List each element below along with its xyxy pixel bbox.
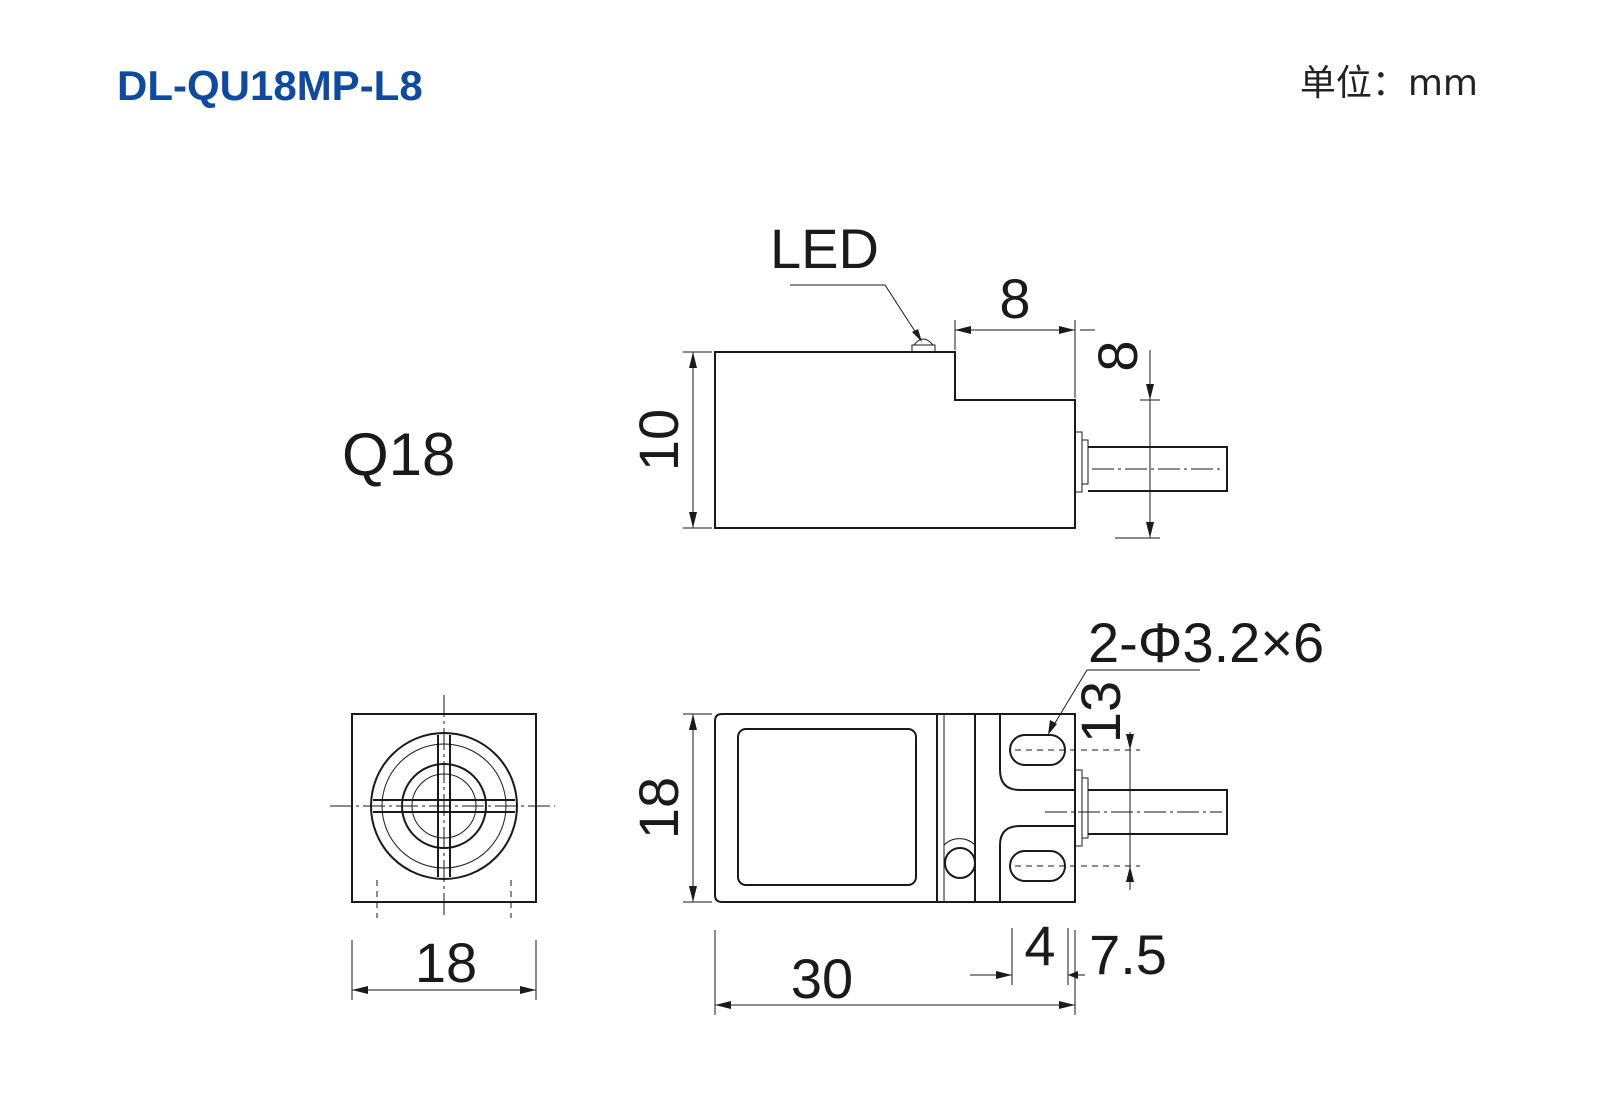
- hole-spec-label: 2-Φ3.2×6: [1088, 611, 1324, 674]
- dim-10-arrow-bottom: [689, 512, 697, 528]
- dim-30-arrow-left: [715, 1001, 731, 1009]
- dim-8v-arrow-bottom: [1146, 522, 1154, 538]
- dim-th-text: 18: [627, 777, 690, 839]
- dim-8h-arrow-left: [955, 326, 971, 334]
- dim-4-text: 4: [1024, 914, 1055, 977]
- dim-75-text: 7.5: [1089, 923, 1167, 986]
- dim-fw-arrow-right: [520, 986, 536, 994]
- dim-13-arrow-top: [1126, 734, 1134, 750]
- side-gland: [1075, 431, 1083, 493]
- dim-8v-arrow-top: [1146, 384, 1154, 400]
- led-top-arc: [943, 838, 976, 846]
- series-label: Q18: [342, 421, 455, 488]
- sensing-window: [737, 728, 917, 886]
- dim-fw-arrow-left: [352, 986, 368, 994]
- side-gland-ring: [1082, 439, 1089, 485]
- dim-75-arrow: [1068, 971, 1078, 979]
- model-title: DL-QU18MP-L8: [117, 62, 423, 109]
- dim-30-arrow-right: [1059, 1001, 1075, 1009]
- dim-4-arrow: [996, 971, 1012, 979]
- dim-30-text: 30: [791, 947, 853, 1010]
- led-top-circle: [944, 847, 976, 879]
- top-cable: [1088, 789, 1228, 835]
- dim-th-arrow-top: [689, 714, 697, 730]
- led-nub: [911, 344, 936, 352]
- side-body: [714, 351, 1076, 529]
- side-view: LED 10 8 8: [627, 217, 1228, 539]
- dim-10-arrow-top: [689, 352, 697, 368]
- top-gland-ring: [1082, 777, 1089, 839]
- top-view: 18 13 2-Φ3.2×6 30 4 7.5: [627, 611, 1324, 1015]
- unit-label: 单位：mm: [1300, 63, 1478, 104]
- led-leader-arrow: [912, 329, 922, 342]
- dim-8h-arrow-right: [1059, 326, 1075, 334]
- dim-10-text: 10: [627, 409, 690, 471]
- top-body: [714, 713, 1076, 903]
- dim-13-arrow-bottom: [1126, 866, 1134, 882]
- side-cable: [1088, 446, 1228, 492]
- dim-8h-text: 8: [999, 267, 1030, 330]
- recess-bottom: [999, 825, 1075, 902]
- front-view: 18: [330, 695, 555, 1000]
- dim-13-text: 13: [1069, 681, 1132, 743]
- recess-top: [999, 714, 1075, 791]
- led-label: LED: [770, 217, 879, 280]
- led-dome: [913, 338, 934, 346]
- dim-8v-text: 8: [1086, 340, 1149, 371]
- dim-fw-text: 18: [415, 931, 477, 994]
- hole-leader-arrow: [1048, 720, 1057, 735]
- led-leader: [884, 284, 919, 337]
- top-gland: [1075, 769, 1083, 847]
- dim-th-arrow-bottom: [689, 886, 697, 902]
- hole-leader: [1051, 669, 1088, 729]
